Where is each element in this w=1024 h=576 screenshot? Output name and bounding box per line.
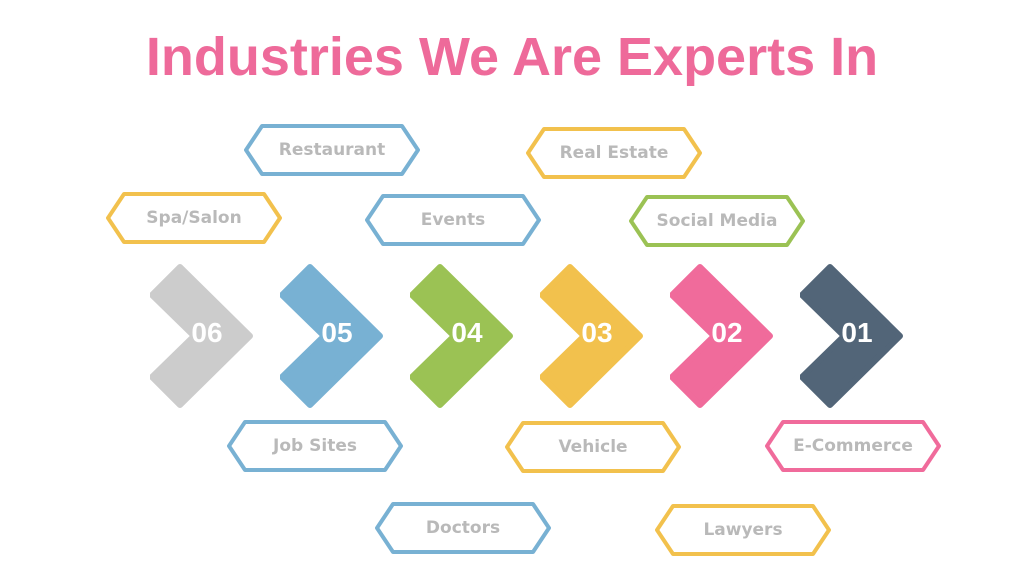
tag-vehicle: Vehicle: [504, 420, 682, 474]
tag-restaurant: Restaurant: [243, 123, 421, 177]
tag-label: E-Commerce: [793, 436, 913, 456]
step-number: 04: [451, 317, 483, 348]
tag-label: Spa/Salon: [146, 208, 242, 228]
step-05: 05: [280, 263, 384, 409]
tag-label: Restaurant: [278, 140, 386, 160]
tag-label: Events: [420, 210, 486, 230]
tag-social-media: Social Media: [628, 194, 806, 248]
step-06: 06: [150, 263, 254, 409]
step-number: 03: [581, 317, 613, 348]
hexagon-outline: [765, 420, 941, 472]
hexagon-outline: [106, 192, 282, 244]
hexagon-outline: [629, 195, 805, 247]
step-number: 06: [191, 317, 223, 348]
tag-label: Doctors: [425, 518, 501, 538]
tag-label: Lawyers: [703, 520, 783, 540]
tag-real-estate: Real Estate: [525, 126, 703, 180]
tag-label: Social Media: [656, 211, 778, 231]
tag-events: Events: [364, 193, 542, 247]
page-title: Industries We Are Experts In: [145, 27, 879, 87]
step-02: 02: [670, 263, 774, 409]
step-03: 03: [540, 263, 644, 409]
tag-e-commerce: E-Commerce: [764, 419, 942, 473]
tag-spa-salon: Spa/Salon: [105, 191, 283, 245]
hexagon-outline: [244, 124, 420, 176]
chevron-shape: [280, 264, 383, 408]
tag-label: Job Sites: [273, 436, 357, 456]
tag-job-sites: Job Sites: [226, 419, 404, 473]
hexagon-outline: [526, 127, 702, 179]
hexagon-outline: [365, 194, 541, 246]
step-01: 01: [800, 263, 904, 409]
chevron-shape: [670, 264, 773, 408]
hexagon-outline: [505, 421, 681, 473]
chevron-shape: [540, 264, 643, 408]
chevron-shape: [800, 264, 903, 408]
hexagon-outline: [655, 504, 831, 556]
hexagon-outline: [375, 502, 551, 554]
step-04: 04: [410, 263, 514, 409]
tag-lawyers: Lawyers: [654, 503, 832, 557]
step-number: 05: [321, 317, 353, 348]
chevron-shape: [150, 264, 253, 408]
chevron-shape: [410, 264, 513, 408]
tag-label: Vehicle: [558, 437, 628, 457]
step-number: 01: [841, 317, 873, 348]
tag-doctors: Doctors: [374, 501, 552, 555]
step-number: 02: [711, 317, 743, 348]
tag-label: Real Estate: [559, 143, 669, 163]
hexagon-outline: [227, 420, 403, 472]
